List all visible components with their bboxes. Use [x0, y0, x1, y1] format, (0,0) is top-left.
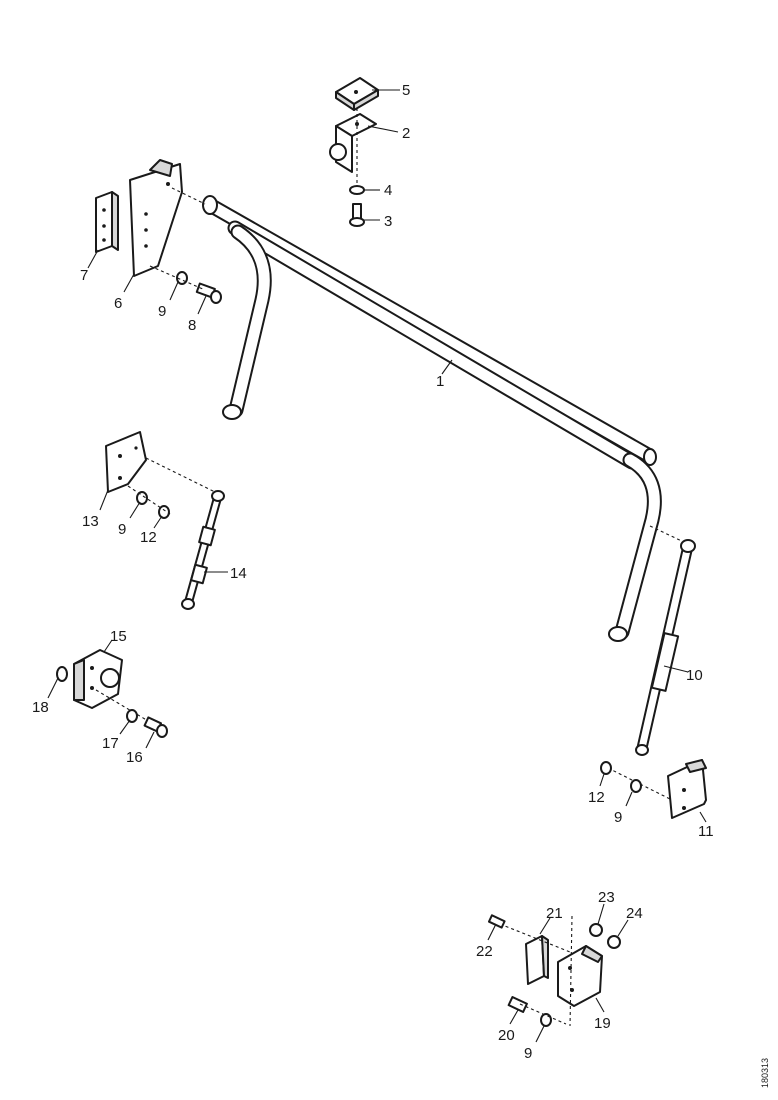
callout-11: 11: [698, 823, 714, 840]
callout-9-bottom: 9: [524, 1045, 532, 1062]
callout-12-right: 12: [588, 789, 605, 806]
callout-17: 17: [102, 735, 119, 752]
callout-12-left: 12: [140, 529, 157, 546]
callout-3: 3: [384, 213, 392, 230]
callout-21: 21: [546, 905, 563, 922]
callout-labels: 1 2 3 4 5 6 7 8 9 9 9 9 10 11 12 12 13 1…: [32, 82, 770, 1088]
callout-4: 4: [384, 182, 392, 199]
top-mount-bracket: [329, 77, 379, 227]
callout-2: 2: [402, 125, 410, 142]
callout-9-middle-left: 9: [118, 521, 126, 538]
callout-19: 19: [594, 1015, 611, 1032]
left-lower-bracket: [56, 649, 168, 738]
callout-13: 13: [82, 513, 99, 530]
callout-20: 20: [498, 1027, 515, 1044]
lower-right-bracket-set: [487, 914, 621, 1027]
left-upper-mount: [95, 159, 222, 304]
callout-7: 7: [80, 267, 88, 284]
callout-16: 16: [126, 749, 143, 766]
callout-1: 1: [436, 373, 444, 390]
callout-5: 5: [402, 82, 410, 99]
callout-18: 18: [32, 699, 49, 716]
drawing-code: 180313: [760, 1058, 770, 1088]
callout-24: 24: [626, 905, 643, 922]
callout-22: 22: [476, 943, 493, 960]
frame-tube-assembly: [202, 195, 662, 642]
callout-leaders: [47, 89, 707, 1043]
callout-9-upper-left: 9: [158, 303, 166, 320]
callout-8: 8: [188, 317, 196, 334]
callout-14: 14: [230, 565, 247, 582]
callout-23: 23: [598, 889, 615, 906]
callout-6: 6: [114, 295, 122, 312]
left-strut-mount: [105, 431, 225, 610]
callout-15: 15: [110, 628, 127, 645]
callout-10: 10: [686, 667, 703, 684]
callout-9-right: 9: [614, 809, 622, 826]
right-strut-mount: [600, 525, 707, 819]
